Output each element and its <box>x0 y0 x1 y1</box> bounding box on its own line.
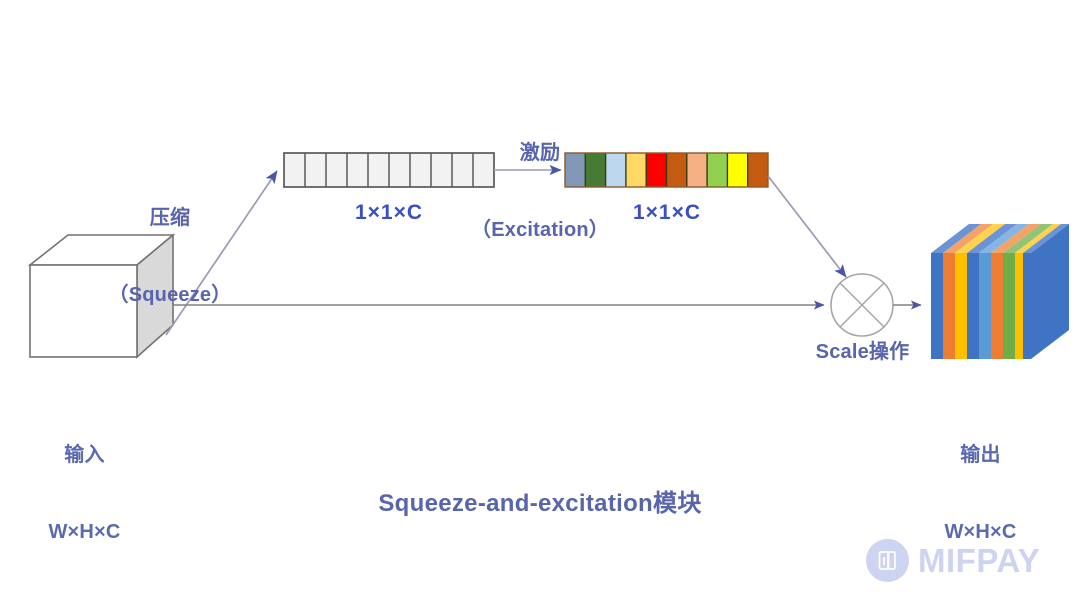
excitation-vector <box>564 152 769 188</box>
input-cube <box>27 233 176 359</box>
watermark-text: MIFPAY <box>918 541 1041 579</box>
input-label-dims: W×H×C <box>48 520 121 543</box>
scale-node <box>830 273 894 337</box>
input-label-cn: 输入 <box>64 444 105 467</box>
watermark: MIFPAY <box>866 539 1040 582</box>
excitation-label-cn: 激励 <box>519 142 561 165</box>
mifpay-logo-icon <box>866 539 909 582</box>
output-label-cn: 输出 <box>960 444 1001 467</box>
output-label: 输出 W×H×C <box>898 392 1063 597</box>
squeeze-label-en: （Squeeze） <box>108 283 232 306</box>
squeeze-vector <box>283 152 495 188</box>
output-cube <box>931 224 1069 359</box>
excitation-label: 激励 （Excitation） <box>440 90 640 295</box>
squeeze-dim-label: 1×1×C <box>354 201 424 224</box>
scale-op-label: Scale操作 <box>815 341 910 363</box>
diagram-title: Squeeze-and-excitation模块 <box>378 490 702 517</box>
excitation-label-en: （Excitation） <box>471 218 609 241</box>
input-label: 输入 W×H×C <box>2 392 167 597</box>
mifpay-mark-icon <box>878 551 896 570</box>
output-label-dims: W×H×C <box>944 520 1017 543</box>
squeeze-arrow <box>165 170 278 336</box>
squeeze-label-cn: 压缩 <box>149 207 191 230</box>
excitation-dim-label: 1×1×C <box>632 201 702 224</box>
squeeze-label: 压缩 （Squeeze） <box>70 155 270 360</box>
excitation-to-scale-arrow <box>767 175 847 278</box>
